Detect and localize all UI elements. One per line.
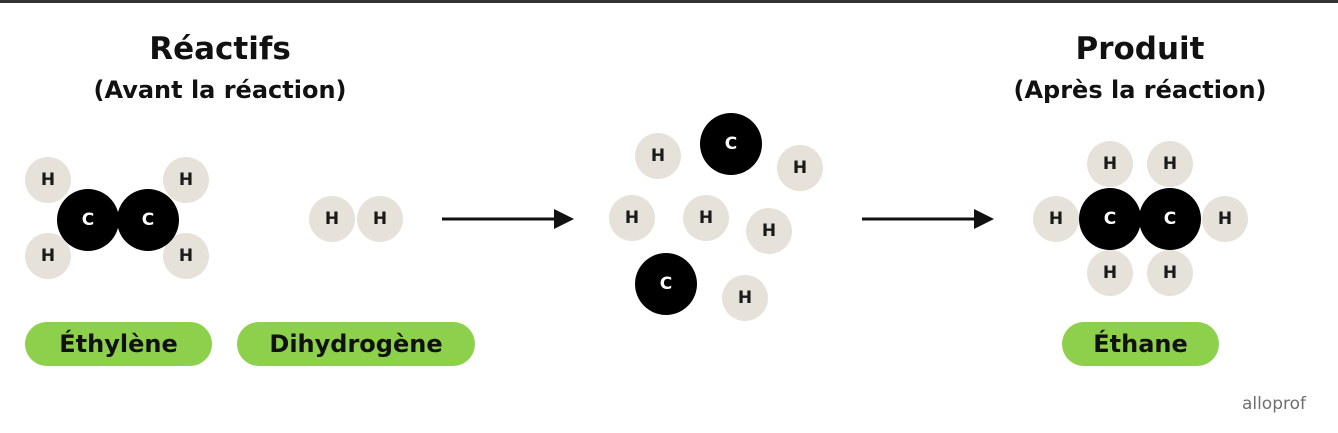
hydrogen-atom: H xyxy=(1202,196,1248,242)
ethane-label: Éthane xyxy=(1062,322,1219,366)
hydrogen-atom: H xyxy=(1147,250,1193,296)
hydrogen-atom: H xyxy=(746,208,792,254)
dihydrogen-label: Dihydrogène xyxy=(237,322,475,366)
hydrogen-atom: H xyxy=(1033,196,1079,242)
hydrogen-atom: H xyxy=(1087,250,1133,296)
hydrogen-atom: H xyxy=(309,196,355,242)
product-heading: Produit (Après la réaction) xyxy=(980,30,1300,106)
top-border xyxy=(0,0,1338,3)
hydrogen-atom: H xyxy=(777,145,823,191)
hydrogen-atom: H xyxy=(683,195,729,241)
carbon-atom: C xyxy=(1079,188,1141,250)
product-subtitle: (Après la réaction) xyxy=(1013,76,1267,104)
hydrogen-atom: H xyxy=(357,196,403,242)
carbon-atom: C xyxy=(117,189,179,251)
reactants-title: Réactifs xyxy=(149,31,291,67)
hydrogen-atom: H xyxy=(1087,141,1133,187)
reaction-arrow xyxy=(442,209,574,229)
product-title: Produit xyxy=(1075,31,1205,67)
reactants-heading: Réactifs (Avant la réaction) xyxy=(60,30,380,106)
hydrogen-atom: H xyxy=(635,133,681,179)
carbon-atom: C xyxy=(635,253,697,315)
carbon-atom: C xyxy=(700,113,762,175)
hydrogen-atom: H xyxy=(1147,141,1193,187)
hydrogen-atom: H xyxy=(609,195,655,241)
carbon-atom: C xyxy=(1139,188,1201,250)
hydrogen-atom: H xyxy=(722,275,768,321)
carbon-atom: C xyxy=(57,189,119,251)
reactants-subtitle: (Avant la réaction) xyxy=(93,76,347,104)
ethylene-label: Éthylène xyxy=(25,322,212,366)
hydrogen-atom: H xyxy=(25,233,71,279)
alloprof-logo: alloprof xyxy=(1241,394,1306,414)
reaction-arrow xyxy=(862,209,994,229)
hydrogen-atom: H xyxy=(163,233,209,279)
hydrogen-atom: H xyxy=(163,157,209,203)
hydrogen-atom: H xyxy=(25,157,71,203)
